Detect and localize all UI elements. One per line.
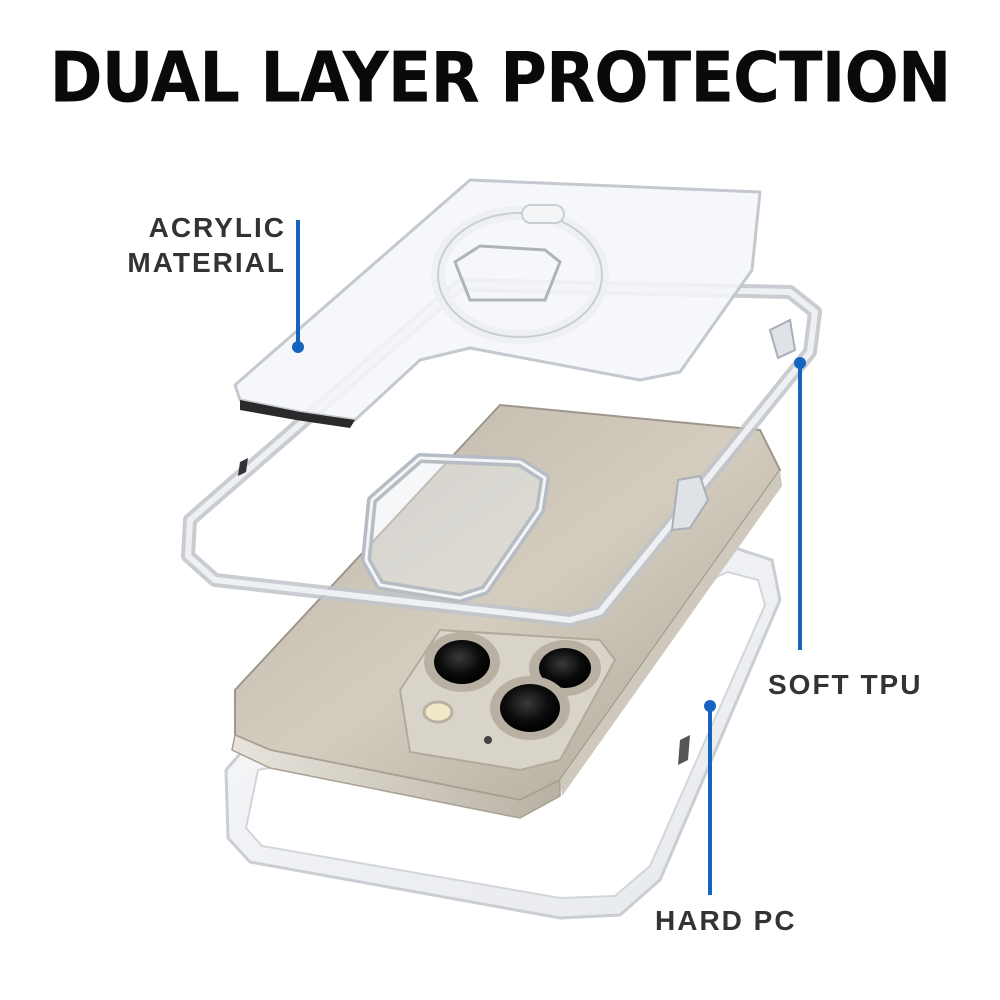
callout-lines bbox=[292, 220, 806, 895]
headline: DUAL LAYER PROTECTION bbox=[49, 39, 952, 119]
hard-pc-label: HARD PC bbox=[655, 905, 797, 936]
acrylic-material-label: ACRYLIC MATERIAL bbox=[110, 210, 286, 280]
acrylic-label-line1: ACRYLIC bbox=[148, 212, 286, 243]
acrylic-back-plate bbox=[233, 178, 762, 428]
acrylic-label-line2: MATERIAL bbox=[127, 247, 286, 278]
soft-tpu-label: SOFT TPU bbox=[768, 669, 923, 700]
camera-lenses bbox=[422, 632, 601, 744]
acrylic-callout-dot bbox=[292, 341, 304, 353]
soft-tpu-callout-dot bbox=[794, 357, 806, 369]
hard-pc-callout-dot bbox=[704, 700, 716, 712]
